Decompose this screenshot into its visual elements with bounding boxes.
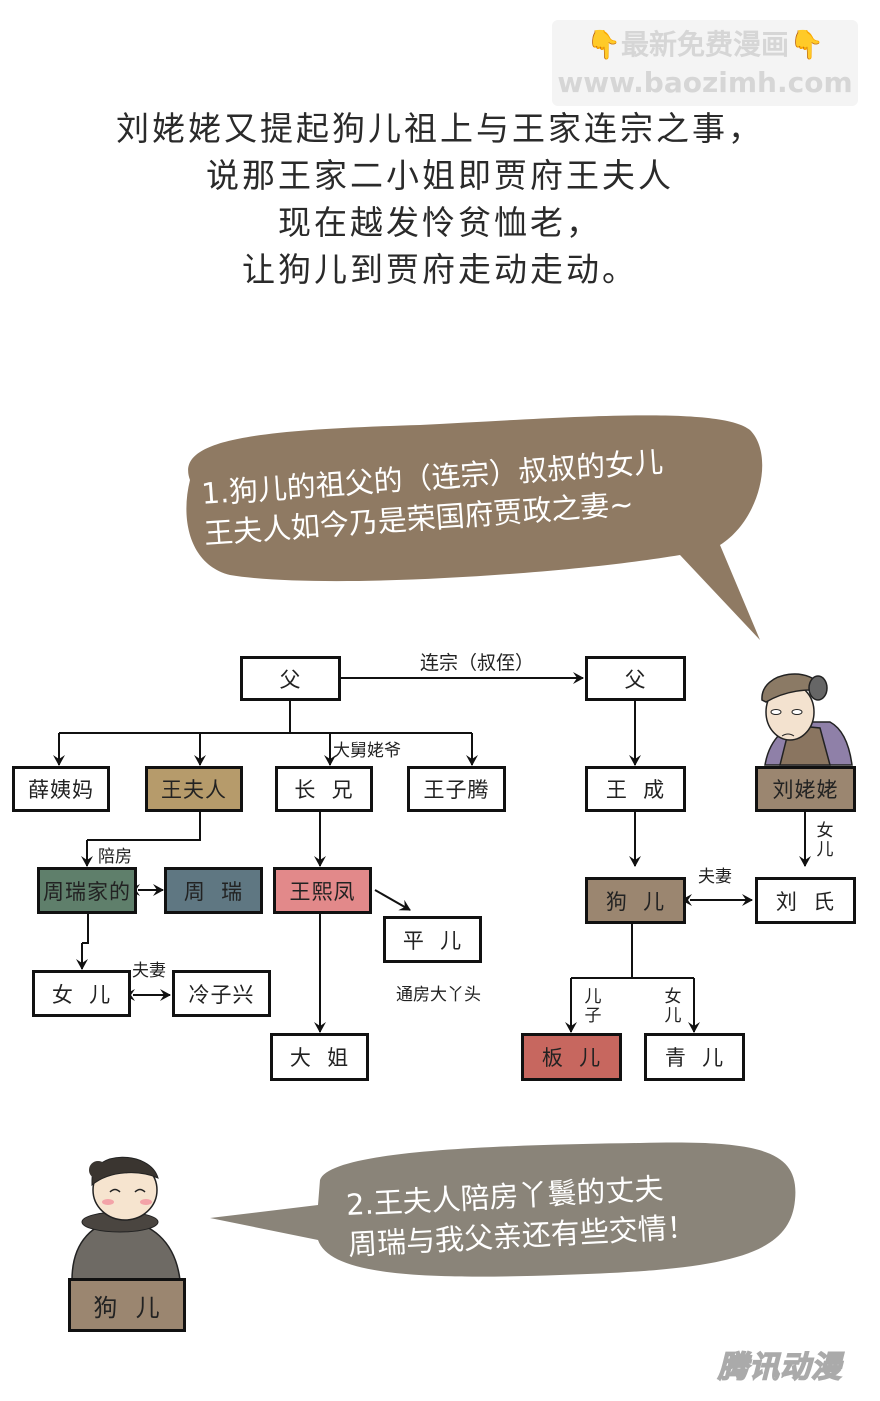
node-ban-er: 板 儿 (521, 1033, 622, 1081)
label-tongfang: 通房大丫头 (396, 985, 481, 1005)
node-xue-yima: 薛姨妈 (12, 766, 110, 812)
watermark: 👇最新免费漫画👇 www.baozimh.com (552, 20, 858, 106)
intro-line: 让狗儿到贾府走动走动。 (242, 250, 638, 289)
intro-line: 刘姥姥又提起狗儿祖上与王家连宗之事， (116, 109, 764, 148)
node-wang-furen: 王夫人 (145, 766, 243, 812)
label-nver-liu: 女儿 (816, 821, 834, 860)
node-ping-er: 平 儿 (383, 916, 482, 963)
node-father-left: 父 (240, 656, 341, 701)
label-peifang: 陪房 (98, 847, 132, 867)
node-father-right: 父 (585, 656, 686, 701)
node-zhang-xiong: 长 兄 (275, 766, 373, 812)
label-lianzong: 连宗（叔侄） (420, 652, 535, 674)
pointing-down-hand-icon: 👇 (789, 28, 824, 61)
label-nver-gou: 女儿 (664, 987, 682, 1026)
label-fuqi-right: 夫妻 (698, 867, 732, 887)
intro-text: 刘姥姥又提起狗儿祖上与王家连宗之事， 说那王家二小姐即贾府王夫人 现在越发怜贫恤… (0, 105, 880, 293)
intro-line: 说那王家二小姐即贾府王夫人 (206, 156, 674, 195)
speech-bubble-2 (210, 1142, 796, 1277)
node-gou-er: 狗 儿 (585, 877, 686, 924)
liu-laolao-character (761, 673, 853, 766)
node-wang-xifeng: 王熙凤 (273, 867, 372, 914)
gou-er-character (71, 1156, 181, 1281)
pointing-down-hand-icon: 👇 (586, 28, 621, 61)
node-daughter: 女 儿 (32, 970, 131, 1017)
node-da-jie: 大 姐 (270, 1033, 369, 1081)
node-leng-zixing: 冷子兴 (172, 970, 271, 1017)
label-dajiu: 大舅姥爷 (333, 741, 401, 761)
node-qing-er: 青 儿 (644, 1033, 745, 1081)
caption-gou-er: 狗 儿 (68, 1278, 186, 1332)
node-wang-ziteng: 王子腾 (407, 766, 506, 812)
watermark-line1: 最新免费漫画 (620, 28, 789, 61)
node-zhourui: 周 瑞 (164, 867, 263, 914)
label-fuqi-left: 夫妻 (132, 961, 166, 981)
node-liu-shi: 刘 氏 (755, 877, 856, 924)
node-liu-laolao: 刘姥姥 (755, 766, 856, 812)
intro-line: 现在越发怜贫恤老， (278, 203, 602, 242)
speech-bubble-1 (186, 415, 763, 640)
node-zhourui-wife: 周瑞家的 (37, 867, 137, 914)
watermark-line2: www.baozimh.com (557, 66, 853, 99)
node-wang-cheng: 王 成 (585, 766, 686, 812)
tencent-comic-logo: 腾讯动漫 (717, 1349, 842, 1386)
label-erzi: 儿子 (584, 987, 602, 1026)
